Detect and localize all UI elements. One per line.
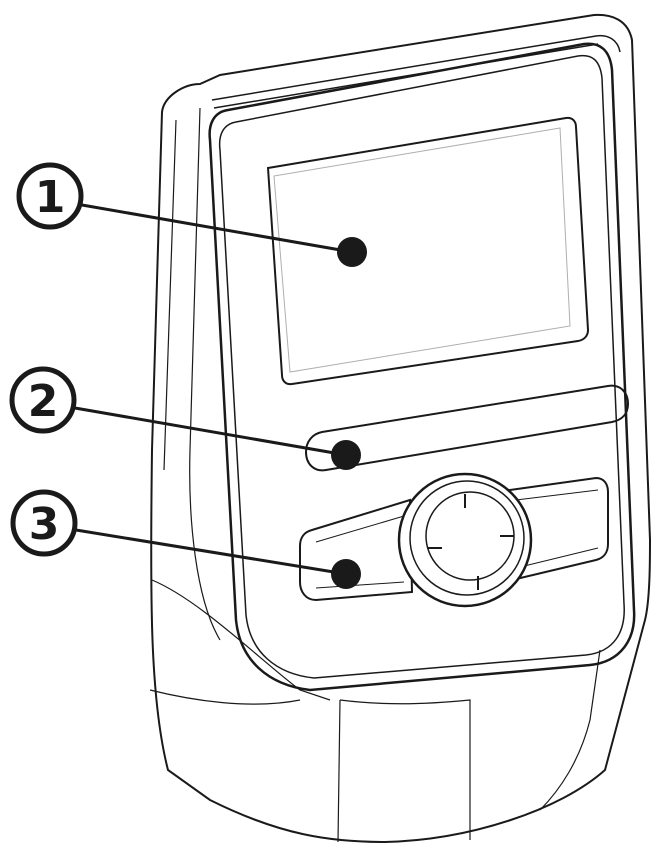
left-key-panel-inner: [315, 515, 405, 589]
control-panel: [299, 472, 609, 608]
screen: [266, 116, 590, 386]
dial-mid-ring: [409, 480, 525, 596]
front-face: [208, 42, 636, 692]
callout-1-leader: [81, 203, 353, 254]
lower-body-curve-4: [539, 649, 601, 811]
lower-body-curve-2: [149, 689, 301, 705]
device-outline: [150, 13, 652, 844]
callout-1-number: 1: [35, 172, 66, 223]
callout-2-leader: [74, 406, 347, 457]
callout-2-dot: [331, 440, 361, 470]
bezel-inner: [218, 54, 625, 679]
callout-3-number: 3: [29, 499, 60, 550]
callout-3-leader: [75, 528, 347, 576]
callout-3-dot: [331, 559, 361, 589]
left-key-panel: [299, 498, 414, 602]
callout-1-dot: [337, 237, 367, 267]
right-key-panel-inner: [515, 489, 599, 569]
screen-frame: [266, 116, 590, 386]
bezel-outer: [208, 42, 636, 692]
callout-1-circle: [16, 162, 84, 230]
dial-outer-ring[interactable]: [397, 472, 533, 608]
right-key-panel: [508, 476, 609, 582]
callout-2-circle: [9, 366, 77, 434]
lower-body-curve-1: [151, 579, 331, 701]
callout-2-number: 2: [28, 376, 59, 427]
device-body: [149, 13, 652, 844]
screen-inner: [273, 127, 571, 373]
indicator-strip: [304, 384, 630, 472]
indicator-strip-outline: [304, 384, 630, 472]
callout-3-circle: [10, 489, 78, 557]
callout-1: 1: [16, 162, 367, 267]
callout-2: 2: [9, 366, 361, 470]
callout-3: 3: [10, 489, 361, 589]
lower-body-curve-3: [337, 699, 471, 843]
